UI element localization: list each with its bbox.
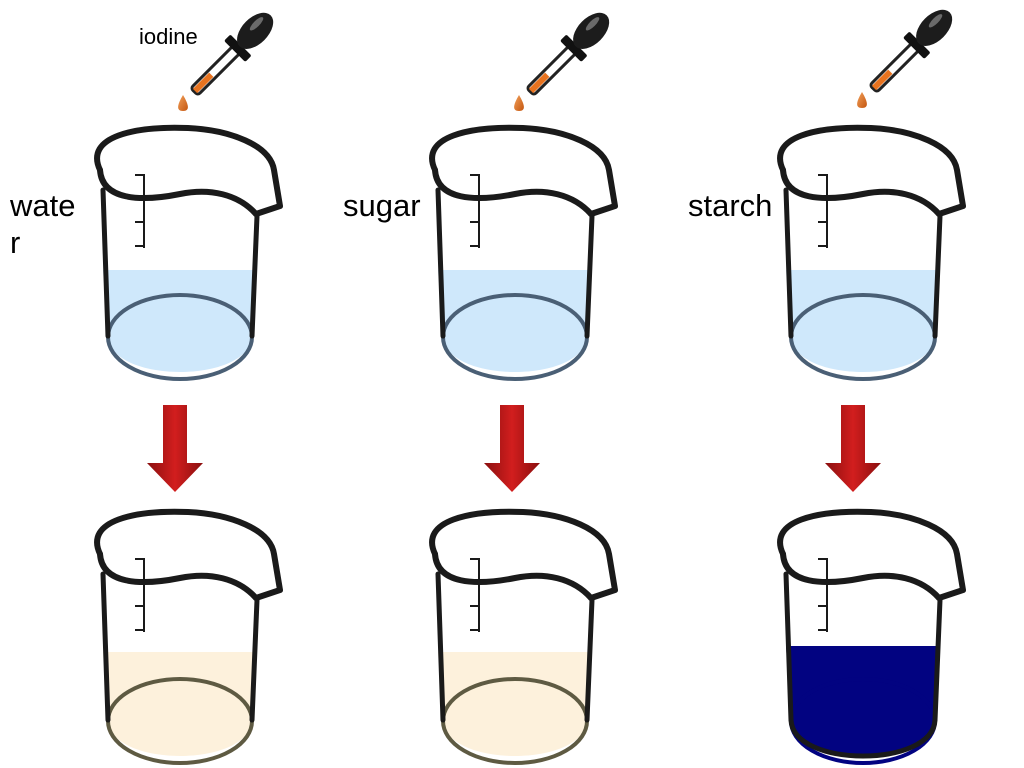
dropper-starch <box>857 9 953 108</box>
beaker-sugar-before <box>429 124 618 381</box>
iodine-label: iodine <box>139 24 198 49</box>
beaker-starch-after <box>777 508 966 765</box>
sample-label-sugar: sugar <box>343 188 421 223</box>
beaker-water-before <box>94 124 283 381</box>
arrow-down-sugar <box>484 405 540 492</box>
sample-label-starch: starch <box>688 188 773 223</box>
beaker-sugar-after <box>429 508 618 765</box>
beaker-starch-before <box>777 124 966 381</box>
dropper-sugar <box>514 12 610 111</box>
arrow-down-starch <box>825 405 881 492</box>
arrow-down-water <box>147 405 203 492</box>
dropper-water <box>178 12 274 111</box>
sample-label-water: wate r <box>10 188 76 261</box>
beaker-water-after <box>94 508 283 765</box>
